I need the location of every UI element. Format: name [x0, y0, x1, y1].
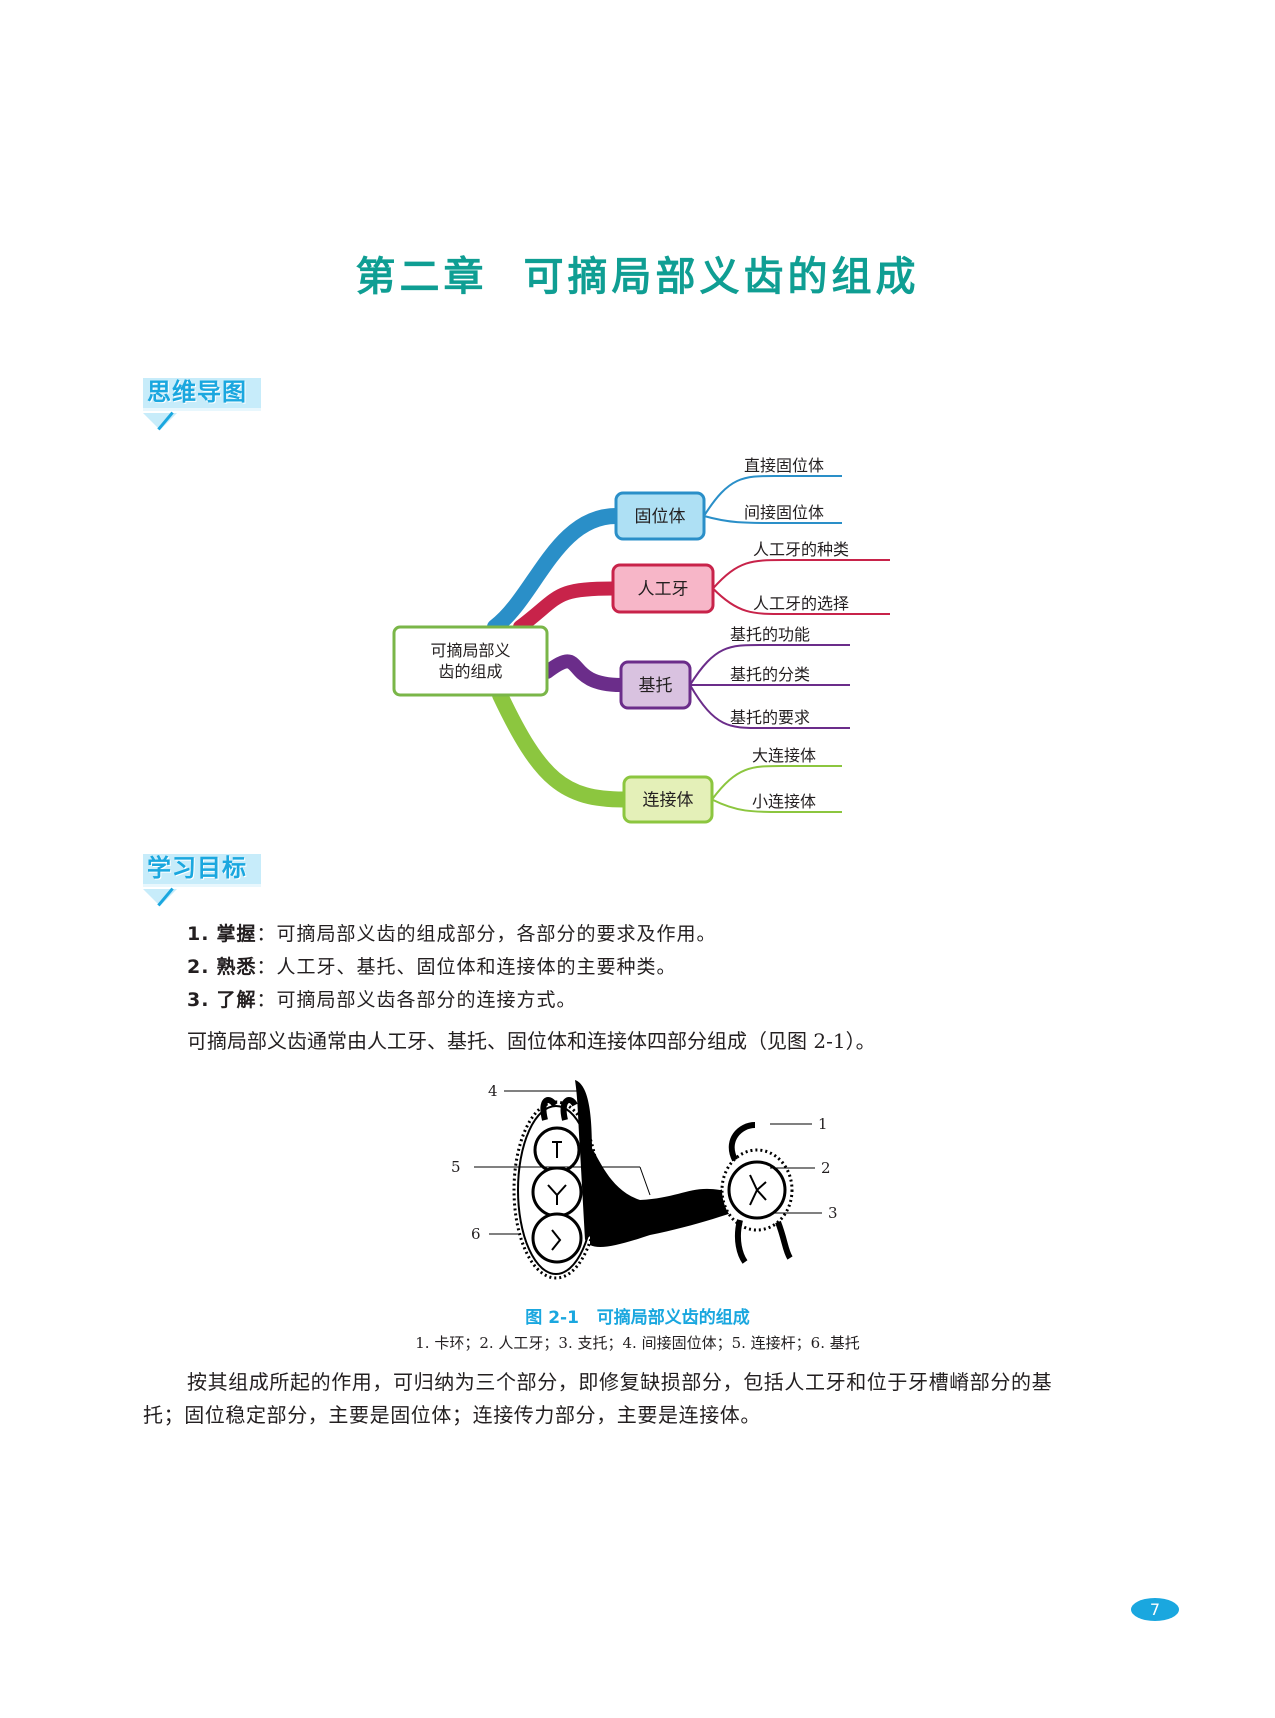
figure-label-5: 5 — [451, 1158, 461, 1176]
body-line-1: 按其组成所起的作用，可归纳为三个部分，即修复缺损部分，包括人工牙和位于牙槽嵴部分… — [187, 1370, 1053, 1394]
figure-label-3: 3 — [828, 1204, 838, 1222]
objective-key: 熟悉 — [216, 956, 257, 978]
figure-legend: 1. 卡环；2. 人工牙；3. 支托；4. 间接固位体；5. 连接杆；6. 基托 — [415, 1334, 860, 1352]
branch-link-0 — [487, 508, 624, 635]
mindmap-section-header: 思维导图 — [143, 378, 261, 411]
objective-number: 3. — [187, 989, 210, 1011]
mindmap-leaf: 大连接体 — [752, 746, 816, 765]
figure-label-2: 2 — [821, 1159, 831, 1177]
leaf-link — [711, 765, 842, 801]
objectives-section-title: 学习目标 — [147, 854, 247, 882]
leaf-link — [703, 475, 842, 517]
mindmap-leaf: 人工牙的种类 — [753, 540, 849, 559]
body-line-2: 托；固位稳定部分，主要是固位体；连接传力部分，主要是连接体。 — [143, 1403, 761, 1427]
mindmap-leaf: 基托的要求 — [730, 708, 810, 727]
figure-label-6: 6 — [471, 1225, 481, 1243]
mindmap-branch-node — [619, 660, 692, 710]
mindmap-branch-label: 人工牙 — [638, 580, 689, 600]
leaf-link — [712, 587, 890, 615]
mindmap-leaf: 基托的功能 — [730, 625, 810, 644]
objective-3: 3. 了解：可摘局部义齿各部分的连接方式。 — [187, 985, 577, 1012]
mindmap-branch-label: 基托 — [639, 676, 673, 696]
mindmap-section-title: 思维导图 — [147, 378, 247, 406]
branch-link-3 — [492, 687, 632, 808]
figure-number: 图 2-1 — [525, 1308, 579, 1328]
objective-text: ：人工牙、基托、固位体和连接体的主要种类。 — [256, 956, 677, 978]
mindmap-branch-node — [614, 491, 706, 541]
chapter-number: 第二章 — [355, 253, 488, 300]
objective-1: 1. 掌握：可摘局部义齿的组成部分，各部分的要求及作用。 — [187, 919, 717, 946]
figure-label-4: 4 — [488, 1082, 498, 1100]
objective-number: 2. — [187, 956, 210, 978]
objectives-section-header: 学习目标 — [143, 854, 261, 887]
figure-caption: 图 2-1 可摘局部义齿的组成 — [0, 1303, 1275, 1328]
chapter-name: 可摘局部义齿的组成 — [523, 253, 920, 300]
leaf-link — [711, 798, 842, 813]
objective-number: 1. — [187, 923, 210, 945]
objective-key: 了解 — [216, 989, 257, 1011]
objective-text: ：可摘局部义齿各部分的连接方式。 — [256, 989, 577, 1011]
mindmap-branch-label: 固位体 — [635, 507, 686, 527]
mindmap-branch-node — [611, 563, 715, 614]
objective-2: 2. 熟悉：人工牙、基托、固位体和连接体的主要种类。 — [187, 952, 677, 979]
mindmap-center-label: 可摘局部义 — [430, 641, 510, 660]
intro-paragraph: 可摘局部义齿通常由人工牙、基托、固位体和连接体四部分组成（见图 2-1）。 — [187, 1029, 876, 1053]
mindmap-branch-node — [622, 775, 714, 824]
leaf-link — [703, 515, 842, 524]
mindmap-leaf: 基托的分类 — [730, 665, 810, 684]
mindmap-center-node — [392, 625, 549, 697]
leaf-link — [689, 644, 850, 686]
mindmap-center-label: 齿的组成 — [438, 662, 502, 681]
leaf-link — [712, 559, 890, 590]
figure-title: 可摘局部义齿的组成 — [596, 1308, 750, 1328]
mindmap-branch-label: 连接体 — [643, 791, 694, 811]
mindmap-leaf: 人工牙的选择 — [753, 594, 849, 613]
mindmap-leaf: 直接固位体 — [744, 456, 824, 475]
mindmap-leaf: 小连接体 — [752, 792, 816, 811]
mindmap-leaf: 间接固位体 — [744, 503, 824, 522]
figure-label-1: 1 — [818, 1115, 828, 1133]
leaf-link — [689, 684, 850, 729]
chapter-title: 第二章可摘局部义齿的组成 — [0, 244, 1275, 302]
branch-link-1 — [513, 581, 620, 634]
objective-text: ：可摘局部义齿的组成部分，各部分的要求及作用。 — [256, 923, 717, 945]
denture-illustration — [474, 1080, 822, 1280]
branch-link-2 — [540, 654, 628, 692]
objective-key: 掌握 — [216, 923, 257, 945]
page-number: 7 — [1131, 1598, 1179, 1621]
